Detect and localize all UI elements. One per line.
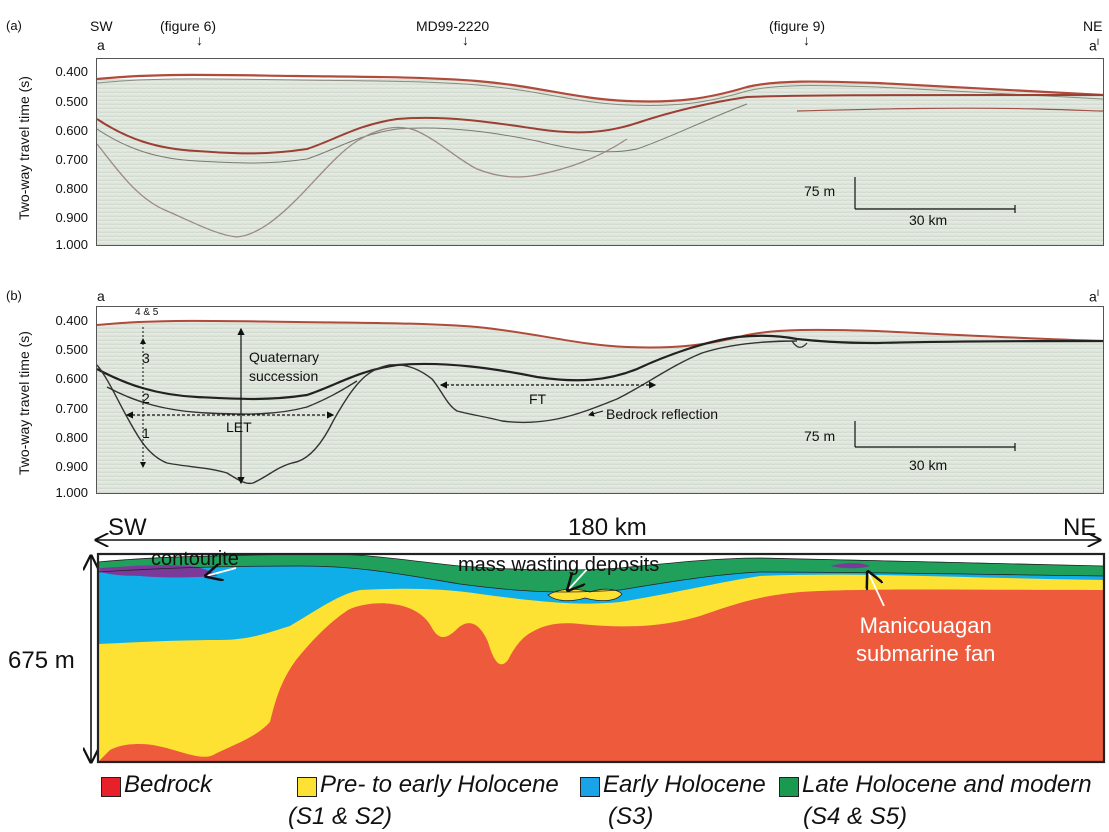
ft-label: FT: [529, 391, 547, 407]
panel-b-y-tick: 0.400: [55, 313, 88, 328]
legend-label-bedrock: Bedrock: [124, 771, 213, 798]
bedrock-layer: [98, 589, 1104, 762]
panel-a-y-tick: 1.000: [55, 237, 88, 252]
panel-a-y-tick: 0.600: [55, 123, 88, 138]
panel-a-label: (a): [6, 18, 22, 33]
panel-b-y-tick: 0.700: [55, 401, 88, 416]
panel-a-y-tick: 0.800: [55, 181, 88, 196]
panel-b-label: (b): [6, 288, 22, 303]
unit-label-1: 1: [142, 425, 150, 441]
contourite-label: contourite: [151, 548, 239, 570]
panel-b-seismic-svg: [97, 307, 1103, 493]
fan-deposit: [830, 563, 870, 569]
unit-label-3: 3: [142, 350, 150, 366]
depth-label: 675 m: [8, 647, 75, 674]
contourite-deposit: [100, 565, 218, 578]
legend-sub-early-holocene: (S3): [608, 803, 654, 830]
panel-a-y-tick: 0.700: [55, 152, 88, 167]
panel-b-y-tick: 0.600: [55, 371, 88, 386]
marker-figure-9: (figure 9): [769, 18, 826, 34]
legend-swatch-pre-holocene: [297, 777, 317, 797]
unit-label-2: 2: [142, 390, 150, 406]
panel-a-seismic-profile: [96, 58, 1104, 246]
panel-b-y-tick: 1.000: [55, 485, 88, 500]
marker-md99-2220-arrow-icon: ↓: [462, 32, 469, 48]
marker-figure-6-arrow-icon: ↓: [196, 32, 203, 48]
panel-a-point-a-prime: aI: [1089, 37, 1100, 54]
legend-swatch-late-holocene: [779, 777, 799, 797]
panel-a-y-title: Two-way travel time (s): [16, 76, 32, 220]
panel-a-point-a: a: [97, 37, 105, 53]
panel-b-scale-bar: [854, 421, 1016, 451]
unit-label-4-5: 4 & 5: [135, 307, 159, 318]
panel-a-y-tick: 0.400: [55, 64, 88, 79]
panel-a-ne-label: NE: [1083, 18, 1103, 34]
legend-swatch-early-holocene: [580, 777, 600, 797]
legend-label-late-holocene: Late Holocene and modern: [802, 771, 1092, 798]
panel-b-interpreted-profile: [96, 306, 1104, 494]
panel-a-seismic-svg: [97, 59, 1103, 245]
marker-figure-6: (figure 6): [160, 18, 217, 34]
legend-sub-pre-holocene: (S1 & S2): [288, 803, 393, 830]
panel-a-sw-label: SW: [90, 18, 113, 34]
panel-b-point-a: a: [97, 288, 105, 304]
mass-wasting-label: mass wasting deposits: [458, 554, 660, 576]
bedrock-reflection-label: Bedrock reflection: [606, 406, 719, 422]
legend-sub-late-holocene: (S4 & S5): [803, 803, 908, 830]
legend-label-pre-holocene: Pre- to early Holocene: [320, 771, 559, 798]
legend-label-early-holocene: Early Holocene: [603, 771, 766, 798]
legend-swatch-bedrock: [101, 777, 121, 797]
panel-a-scale-bar: [854, 177, 1016, 213]
marker-figure-9-arrow-icon: ↓: [803, 32, 810, 48]
panel-b-scale-horizontal: 30 km: [909, 457, 948, 473]
panel-b-y-tick: 0.500: [55, 342, 88, 357]
panel-b-scale-vertical: 75 m: [804, 428, 836, 444]
let-label: LET: [226, 419, 252, 435]
panel-b-y-tick: 0.800: [55, 430, 88, 445]
panel-b-point-a-prime: aI: [1089, 288, 1100, 305]
panel-a-y-tick: 0.900: [55, 210, 88, 225]
marker-md99-2220: MD99-2220: [416, 18, 490, 34]
panel-a-y-tick: 0.500: [55, 94, 88, 109]
panel-a-scale-horizontal: 30 km: [909, 212, 948, 228]
panel-c-schematic-svg: [0, 532, 1106, 772]
panel-b-y-tick: 0.900: [55, 459, 88, 474]
panel-a-scale-vertical: 75 m: [804, 183, 836, 199]
